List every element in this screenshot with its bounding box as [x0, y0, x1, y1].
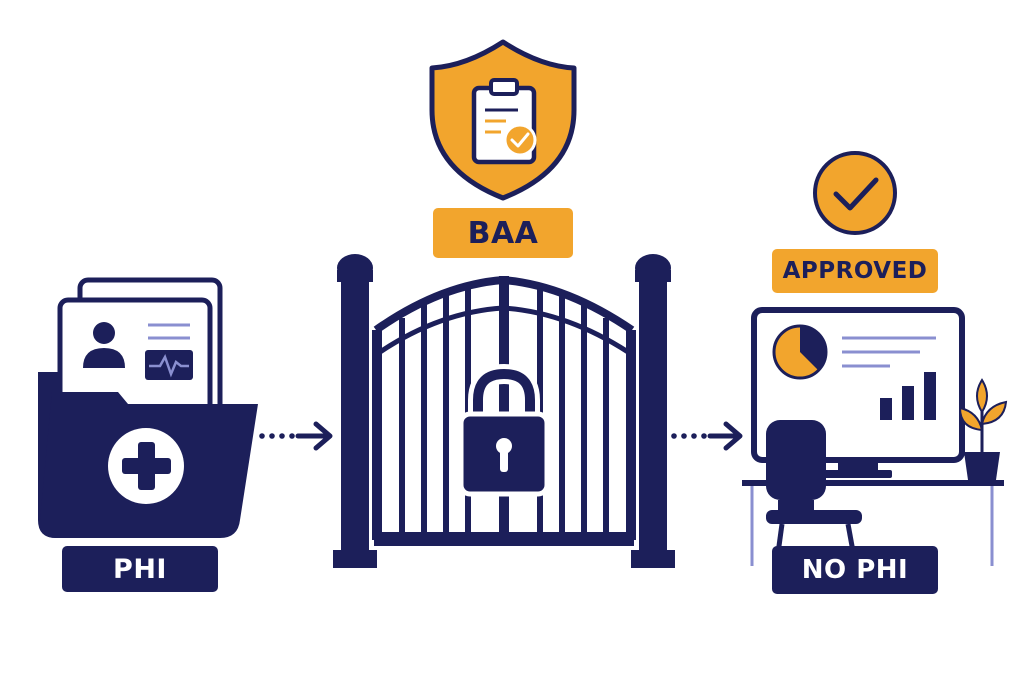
desk-icon: [742, 480, 1004, 566]
gate-pillar-left: [333, 254, 377, 568]
phi-label: PHI: [62, 546, 218, 592]
no-phi-label: NO PHI: [772, 546, 938, 594]
arrow-right-icon: [259, 421, 333, 451]
monitor-icon: [751, 307, 965, 478]
chair-icon: [766, 420, 862, 569]
arrow-right-icon: [671, 421, 743, 451]
plant-icon: [958, 378, 1008, 480]
gate-icon: [333, 254, 675, 568]
heartbeat-icon: [145, 350, 193, 380]
person-icon: [83, 322, 125, 368]
medical-folder-icon: [38, 277, 258, 538]
approved-label: APPROVED: [772, 249, 938, 293]
padlock-icon: [458, 363, 550, 497]
check-icon: [503, 123, 537, 157]
shield-icon: [429, 39, 577, 201]
bar-chart-icon: [880, 372, 936, 420]
medical-cross-icon: [108, 428, 184, 504]
gate-pillar-right: [631, 254, 675, 568]
check-circle-icon: [813, 151, 897, 235]
baa-label: BAA: [433, 208, 573, 258]
pie-chart-icon: [772, 324, 828, 380]
